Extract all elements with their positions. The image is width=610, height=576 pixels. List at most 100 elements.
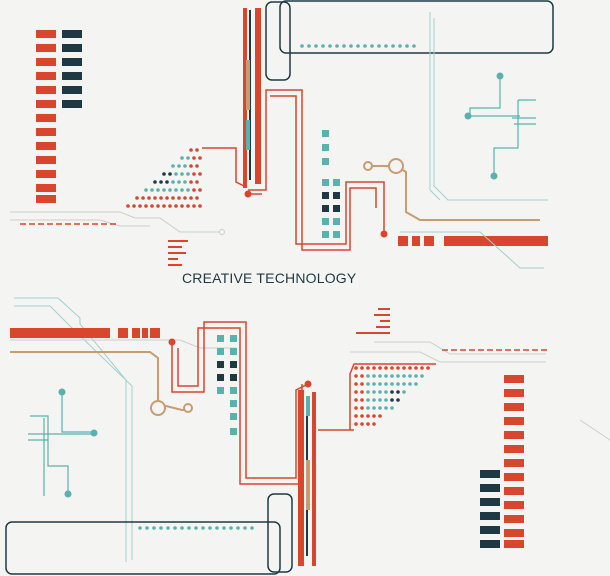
dot [366, 398, 370, 402]
dot [372, 406, 376, 410]
dot [366, 374, 370, 378]
dot [372, 374, 376, 378]
dot [198, 188, 202, 192]
top-left-navy-bars [62, 30, 82, 108]
bottom-right-red-bars [504, 375, 524, 548]
dot [198, 156, 202, 160]
dot [360, 422, 364, 426]
dot [171, 196, 175, 200]
top-tan-trace [363, 158, 540, 221]
dot [378, 414, 382, 418]
dot [162, 204, 166, 208]
dot [159, 196, 163, 200]
frame-dot [222, 526, 226, 530]
dot [366, 406, 370, 410]
dot [408, 374, 412, 378]
frame-dot [349, 44, 353, 48]
dot [189, 180, 193, 184]
dot [408, 366, 412, 370]
dot [372, 382, 376, 386]
top-teal-squares [322, 130, 340, 238]
dot [396, 366, 400, 370]
dot [150, 204, 154, 208]
dot [192, 156, 196, 160]
frame-dot [363, 44, 367, 48]
frame-dot [180, 526, 184, 530]
dot [420, 366, 424, 370]
dot [396, 390, 400, 394]
dot [384, 366, 388, 370]
dot [390, 390, 394, 394]
dot [378, 366, 382, 370]
dot [360, 374, 364, 378]
frame-dot [173, 526, 177, 530]
dot [180, 188, 184, 192]
dot [147, 196, 151, 200]
dot [372, 422, 376, 426]
frame-dot [166, 526, 170, 530]
dot [402, 374, 406, 378]
dot [390, 398, 394, 402]
frame-dot [250, 526, 254, 530]
dot [372, 414, 376, 418]
top-dot-triangle [126, 148, 202, 208]
dot [354, 414, 358, 418]
top-right-lines [400, 12, 548, 269]
dot [186, 172, 190, 176]
dot [354, 406, 358, 410]
bottom-left-red-bar [10, 328, 160, 338]
frame-dot [335, 44, 339, 48]
frame-dot [194, 526, 198, 530]
top-red-traces [202, 89, 385, 251]
dot [372, 366, 376, 370]
dot [420, 374, 424, 378]
dot [402, 366, 406, 370]
top-connector-nodes [464, 72, 504, 180]
dot [354, 422, 358, 426]
dot [195, 148, 199, 152]
top-frame [265, 0, 554, 81]
bottom-frame-dot-row [138, 526, 254, 530]
dot [150, 188, 154, 192]
dot [174, 172, 178, 176]
dot [414, 366, 418, 370]
frame-dot [307, 44, 311, 48]
dot [384, 406, 388, 410]
dot [384, 398, 388, 402]
dot [366, 422, 370, 426]
dot [360, 406, 364, 410]
dot [171, 164, 175, 168]
dot [135, 196, 139, 200]
top-comb [168, 240, 188, 266]
dot [180, 172, 184, 176]
dot [402, 382, 406, 386]
caption-title: CREATIVE TECHNOLOGY [182, 270, 357, 286]
bottom-dot-triangle [354, 366, 430, 426]
frame-dot [377, 44, 381, 48]
dot [156, 204, 160, 208]
dot [354, 382, 358, 386]
bottom-trace-node-2 [304, 380, 312, 388]
dot [366, 414, 370, 418]
frame-dot [215, 526, 219, 530]
frame-dot [229, 526, 233, 530]
dot [366, 390, 370, 394]
dot [354, 398, 358, 402]
dot [354, 390, 358, 394]
frame-dot [236, 526, 240, 530]
dot [195, 196, 199, 200]
dot [378, 398, 382, 402]
dot [144, 204, 148, 208]
top-right-connector [468, 76, 536, 176]
frame-dot [405, 44, 409, 48]
dot [195, 180, 199, 184]
dot [195, 164, 199, 168]
frame-dot [201, 526, 205, 530]
dot [360, 366, 364, 370]
dot [162, 188, 166, 192]
dot [390, 366, 394, 370]
bottom-trace-node [168, 338, 176, 346]
frame-dot [243, 526, 247, 530]
frame-dot [356, 44, 360, 48]
